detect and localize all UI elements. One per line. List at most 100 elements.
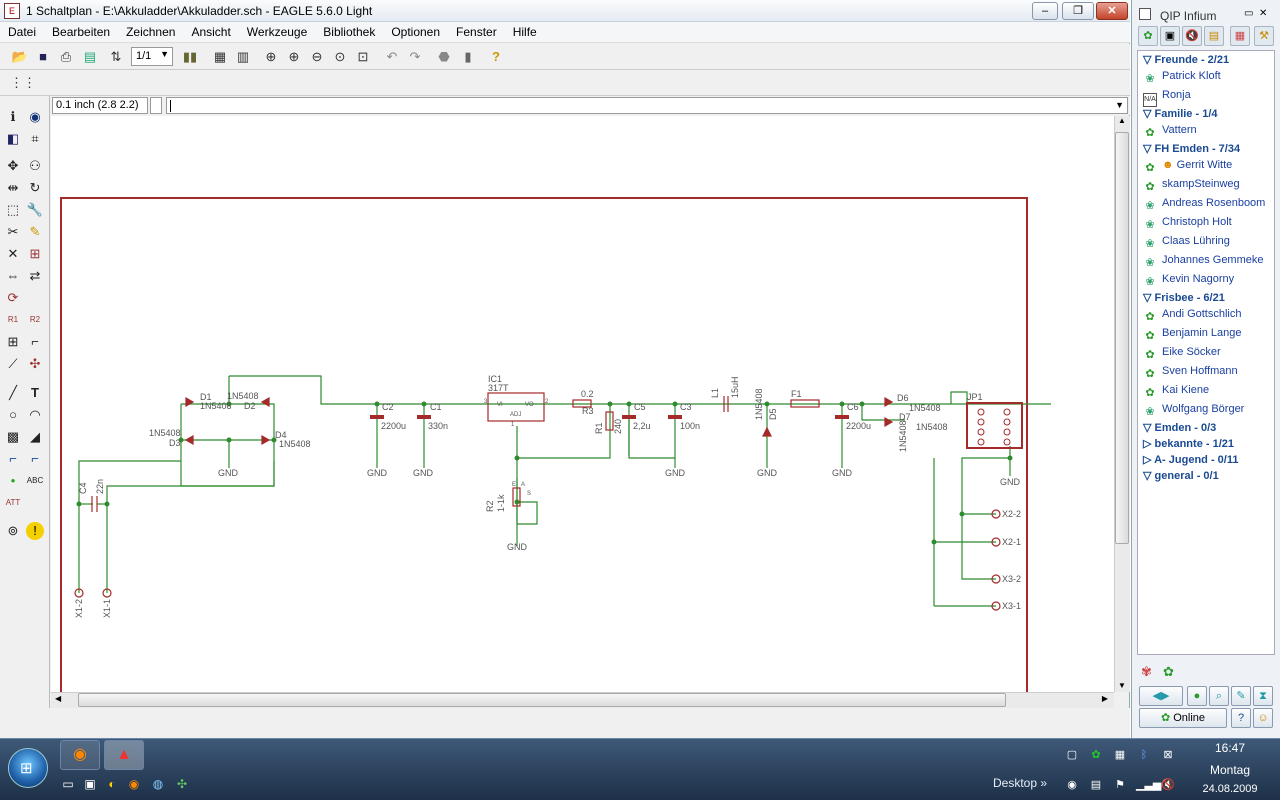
text-icon[interactable]: T (31, 385, 39, 400)
start-button[interactable]: ⊞ (8, 748, 48, 788)
gateswap-icon[interactable]: ⇄ (29, 268, 41, 283)
menu-werkzeuge[interactable]: Werkzeuge (246, 25, 308, 39)
miter-icon[interactable]: ⌐ (31, 334, 39, 349)
display-icon[interactable]: ◧ (6, 131, 20, 146)
value-icon[interactable]: R2 (29, 315, 41, 324)
zoom-redraw-icon[interactable]: ⊙ (334, 49, 346, 64)
menu-fenster[interactable]: Fenster (456, 25, 497, 39)
redo-icon[interactable]: ↷ (409, 49, 421, 64)
sheet-select[interactable]: 1/1▼ (131, 47, 173, 66)
show-icon[interactable]: ◉ (29, 109, 41, 124)
command-history-button[interactable] (150, 97, 162, 114)
signal-strength-icon[interactable]: ▁▃▅ (1136, 779, 1162, 791)
polygon-icon[interactable]: ◢ (30, 429, 40, 444)
scroll-left-icon[interactable]: ◀ (55, 694, 62, 703)
paste-icon[interactable]: ✂ (7, 224, 19, 239)
info-icon[interactable]: ℹ (10, 109, 16, 124)
name-icon[interactable]: R1 (7, 315, 19, 324)
menu-zeichnen[interactable]: Zeichnen (126, 25, 176, 39)
group-familie[interactable]: ▽ Familie - 1/4 (1143, 107, 1218, 120)
delete-icon[interactable]: ✕ (7, 246, 19, 261)
qip-history-tab-icon[interactable]: ▣ (1160, 26, 1180, 46)
print-icon[interactable]: ⎙ (60, 49, 72, 64)
cam-processor-icon[interactable]: ▤ (83, 49, 97, 64)
contact-item[interactable]: ❀Claas Lühring (1143, 235, 1229, 251)
volume-muted-icon[interactable]: 🔇 (1161, 779, 1175, 791)
contact-item[interactable]: ❀Johannes Gemmeke (1143, 254, 1263, 270)
rotate-icon[interactable]: ↻ (29, 180, 41, 195)
menu-ansicht[interactable]: Ansicht (191, 25, 231, 39)
group-bekannte[interactable]: ▷ bekannte - 1/21 (1143, 437, 1234, 450)
qip-contacts-tab-icon[interactable]: ✿ (1138, 26, 1158, 46)
open-icon[interactable]: 📂 (11, 49, 29, 64)
sheet-icon[interactable]: ⇅ (110, 49, 122, 64)
contact-item[interactable]: ✿Eike Söcker (1143, 346, 1220, 362)
utility-quick-icon[interactable]: ✣ (176, 777, 188, 791)
contact-item[interactable]: ❀Christoph Holt (1143, 216, 1231, 232)
group-icon[interactable]: ⬚ (6, 202, 20, 217)
contact-item[interactable]: ✿Andi Gottschlich (1143, 308, 1241, 324)
qip-title-bar[interactable]: QIP Infium ▭ ✕ (1131, 4, 1280, 24)
vertical-scroll-thumb[interactable] (1115, 132, 1129, 544)
qip-alert-icon[interactable]: ✾ (1141, 664, 1152, 679)
title-bar[interactable]: E 1 Schaltplan - E:\Akkuladder\Akkuladde… (0, 0, 1130, 22)
qip-help-button[interactable]: ? (1231, 708, 1251, 728)
zoom-out-icon[interactable]: ⊖ (311, 49, 323, 64)
contact-item[interactable]: ❀Wolfgang Börger (1143, 403, 1244, 419)
attribute-icon[interactable]: ATT (5, 498, 21, 507)
save-icon[interactable]: ■ (39, 49, 47, 64)
scroll-down-icon[interactable]: ▼ (1118, 681, 1126, 690)
arc-icon[interactable]: ◠ (29, 407, 41, 422)
replace-icon[interactable]: ⟳ (7, 290, 19, 305)
qip-globe-icon[interactable]: ● (1187, 686, 1207, 706)
undo-icon[interactable]: ↶ (386, 49, 398, 64)
window-switch-icon[interactable]: ▣ (84, 777, 96, 791)
go-icon[interactable]: ▮ (464, 49, 472, 64)
qip-close-icon[interactable]: ✕ (1259, 8, 1268, 19)
taskbar-firefox-button[interactable]: ◉ (60, 740, 100, 770)
script-icon[interactable]: ▦ (213, 49, 227, 64)
contact-item[interactable]: ❀Patrick Kloft (1143, 70, 1220, 86)
junction-icon[interactable]: • (10, 473, 16, 488)
qip-tools-icon[interactable]: ⚒ (1254, 26, 1274, 46)
change-icon[interactable]: 🔧 (26, 202, 44, 217)
zoom-in-icon[interactable]: ⊕ (288, 49, 300, 64)
mark-icon[interactable]: ⌗ (31, 131, 39, 146)
menu-bibliothek[interactable]: Bibliothek (323, 25, 376, 39)
split-icon[interactable]: ⟋ (8, 356, 18, 371)
cut-icon[interactable]: ✎ (29, 224, 41, 239)
circle-icon[interactable]: ○ (9, 407, 17, 422)
qip-scroll-button[interactable]: ◀▶ (1139, 686, 1183, 706)
qip-sound-off-icon[interactable]: 🔇 (1182, 26, 1202, 46)
command-input[interactable]: ▼ (166, 97, 1128, 114)
tray-window-icon[interactable]: ▢ (1066, 749, 1078, 761)
tray-qip-icon[interactable]: ✿ (1091, 749, 1101, 761)
contact-item[interactable]: ❀Kevin Nagorny (1143, 273, 1234, 289)
stop-icon[interactable]: ⬣ (438, 49, 450, 64)
menu-datei[interactable]: Datei (8, 25, 37, 39)
scroll-right-icon[interactable]: ▶ (1101, 694, 1108, 703)
help-icon[interactable]: ? (492, 49, 500, 64)
group-general[interactable]: ▽ general - 0/1 (1143, 469, 1219, 482)
grid-icon[interactable]: ⋮⋮ (10, 75, 36, 90)
zoom-fit-icon[interactable]: ⊕ (265, 49, 277, 64)
desktop-toolbar-label[interactable]: Desktop » (993, 776, 1047, 790)
contact-item[interactable]: ✿Sven Hoffmann (1143, 365, 1237, 381)
close-button[interactable]: ✕ (1096, 2, 1128, 20)
tray-calculator-icon[interactable]: ▦ (1114, 749, 1126, 761)
contact-item[interactable]: ✿☻ Gerrit Witte (1143, 159, 1232, 175)
eagle-app-icon[interactable]: E (4, 3, 20, 19)
tray-network-icon[interactable]: ⊠ (1163, 749, 1173, 761)
chevron-down-icon[interactable]: ▼ (1115, 100, 1124, 110)
invoke-icon[interactable]: ✣ (29, 356, 41, 371)
zoom-select-icon[interactable]: ⊡ (357, 49, 369, 64)
browser-quick-icon[interactable]: ◍ (152, 777, 164, 791)
tray-media-icon[interactable]: ◉ (1067, 779, 1077, 791)
qip-calendar-icon[interactable]: ▦ (1230, 26, 1250, 46)
qip-hourglass-icon[interactable]: ⧗ (1253, 686, 1273, 706)
net-icon[interactable]: ⌐ (31, 451, 39, 466)
horizontal-scroll-thumb[interactable] (78, 693, 1006, 707)
ulp-icon[interactable]: ▥ (236, 49, 250, 64)
firefox-quick-icon[interactable]: ◉ (128, 777, 140, 791)
